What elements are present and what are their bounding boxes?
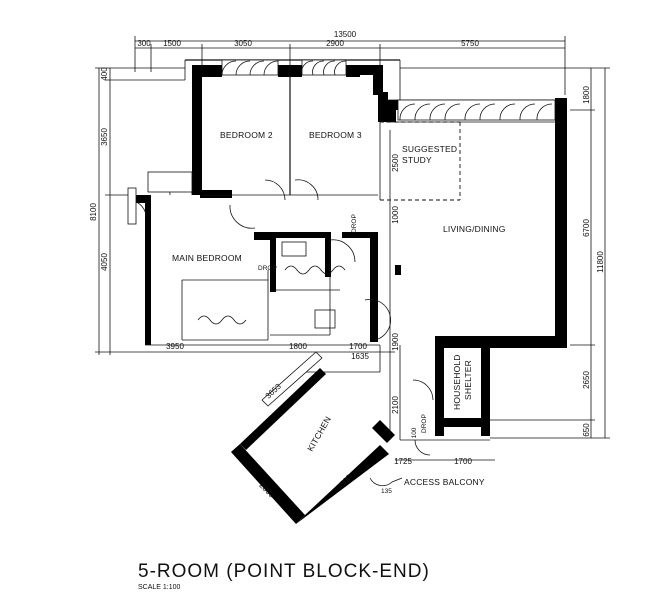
label-living-dining: LIVING/DINING	[443, 224, 506, 234]
dim-400: 400	[100, 67, 109, 81]
dim-8100: 8100	[89, 203, 98, 221]
label-household: HOUSEHOLD	[452, 354, 462, 410]
right-dimensions: 1800 6700 11800 2650 650	[400, 67, 610, 439]
label-bedroom-3: BEDROOM 3	[309, 130, 362, 140]
walls	[128, 65, 567, 524]
dim-5750: 5750	[461, 39, 479, 48]
dim-11800: 11800	[596, 251, 605, 273]
label-access-balcony: ACCESS BALCONY	[404, 477, 485, 487]
dim-650: 650	[582, 423, 591, 437]
dim-100: 100	[411, 427, 418, 438]
dim-3950: 3950	[166, 342, 184, 351]
dim-1725: 1725	[394, 457, 412, 466]
label-drop-shelter: DROP	[421, 414, 428, 433]
label-bedroom-2: BEDROOM 2	[220, 130, 273, 140]
dim-1700-inner: 1700	[349, 342, 367, 351]
label-angle-135: 135	[381, 488, 392, 495]
label-drop-bath: DROP	[351, 214, 358, 233]
dim-1700-bottom: 1700	[454, 457, 472, 466]
label-drop-bedroom: DROP	[258, 265, 277, 272]
dim-4050: 4050	[100, 253, 109, 271]
dim-6700: 6700	[582, 219, 591, 237]
label-study: STUDY	[402, 155, 432, 165]
label-kitchen: KITCHEN	[305, 414, 333, 453]
dim-1500: 1500	[163, 39, 181, 48]
dim-1800-inner: 1800	[289, 342, 307, 351]
top-dimensions: 13500 300 1500 3050 2900 5750	[134, 30, 566, 95]
dim-2100: 2100	[391, 396, 400, 414]
dim-2900: 2900	[326, 39, 344, 48]
dim-1000: 1000	[391, 206, 400, 224]
plan-title: 5-ROOM (POINT BLOCK-END)	[138, 561, 430, 582]
label-suggested: SUGGESTED	[402, 144, 457, 154]
dim-overall-13500: 13500	[334, 30, 357, 39]
label-shelter: SHELTER	[463, 360, 473, 400]
dim-300: 300	[137, 39, 151, 48]
dim-3650: 3650	[100, 128, 109, 146]
dim-2500: 2500	[391, 154, 400, 172]
plan-scale: SCALE 1:100	[138, 584, 181, 591]
dim-3050: 3050	[234, 39, 252, 48]
dim-1900: 1900	[391, 333, 400, 351]
left-dimensions: 400 3650 8100 4050	[89, 67, 185, 355]
windows	[127, 59, 556, 407]
dim-1800-right: 1800	[582, 86, 591, 104]
dim-2650: 2650	[582, 371, 591, 389]
label-main-bedroom: MAIN BEDROOM	[172, 253, 242, 263]
dim-1635: 1635	[351, 352, 369, 361]
